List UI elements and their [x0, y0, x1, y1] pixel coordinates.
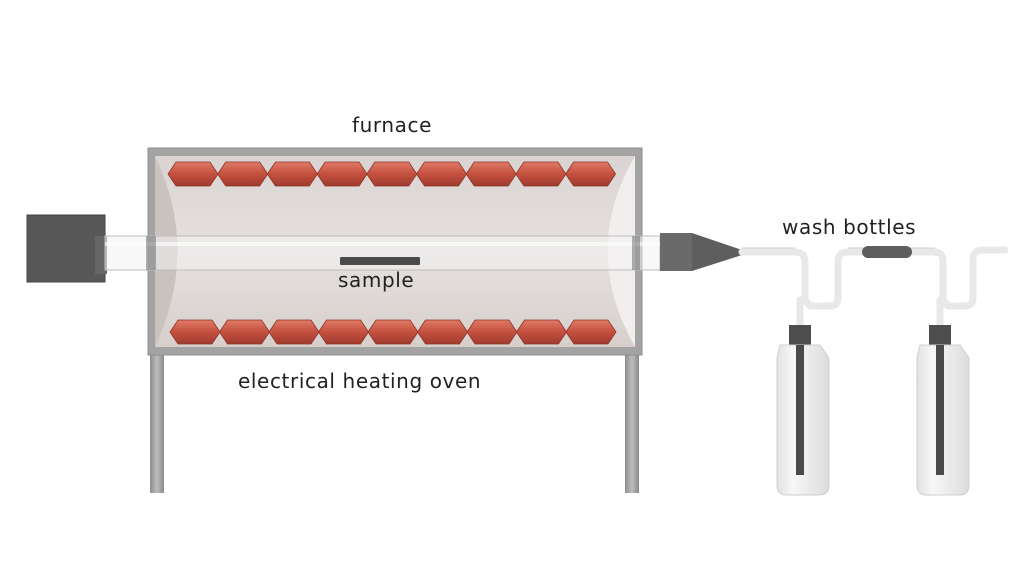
gas-tubing	[738, 246, 1009, 334]
furnace-leg-left	[150, 350, 164, 493]
heating-coil-segment	[417, 319, 468, 345]
heating-coil-segment	[416, 161, 467, 187]
outlet-sleeve	[660, 233, 692, 271]
heating-coil-segment	[466, 319, 518, 345]
heating-coil-segment	[268, 319, 320, 345]
heating-coil-segment	[316, 161, 368, 187]
heating-coil-segment	[266, 161, 318, 187]
heating-coil-segment	[367, 319, 419, 345]
heating-elements-top	[167, 161, 617, 187]
heating-coil-segment	[169, 319, 221, 345]
end-cap-flange	[95, 236, 107, 274]
tube-collar-right	[632, 236, 640, 270]
heating-coil-segment	[217, 161, 269, 187]
tube-connector	[862, 246, 912, 258]
heating-coil-segment	[465, 161, 517, 187]
wash-bottle-1	[776, 325, 830, 496]
heating-coil-segment	[516, 319, 567, 345]
outlet-cone	[692, 233, 742, 271]
heating-coil-segment	[565, 319, 617, 345]
heating-coil-segment	[167, 161, 219, 187]
sample-label: sample	[338, 268, 415, 292]
sample-boat	[340, 257, 420, 265]
tube-highlight	[105, 242, 660, 246]
heating-elements-bottom	[169, 319, 617, 345]
wash-bottle-2	[916, 325, 970, 496]
heating-coil-segment	[366, 161, 418, 187]
heating-coil-segment	[565, 161, 617, 187]
heating-oven-label: electrical heating oven	[238, 369, 482, 393]
wash-bottles-label: wash bottles	[782, 215, 917, 239]
heating-coil-segment	[515, 161, 567, 187]
heating-coil-segment	[219, 319, 270, 345]
furnace-label: furnace	[352, 113, 433, 137]
tube-collar-left	[146, 236, 156, 270]
end-cap-box	[26, 214, 106, 283]
heating-coil-segment	[318, 319, 369, 345]
furnace-leg-right	[625, 350, 639, 493]
